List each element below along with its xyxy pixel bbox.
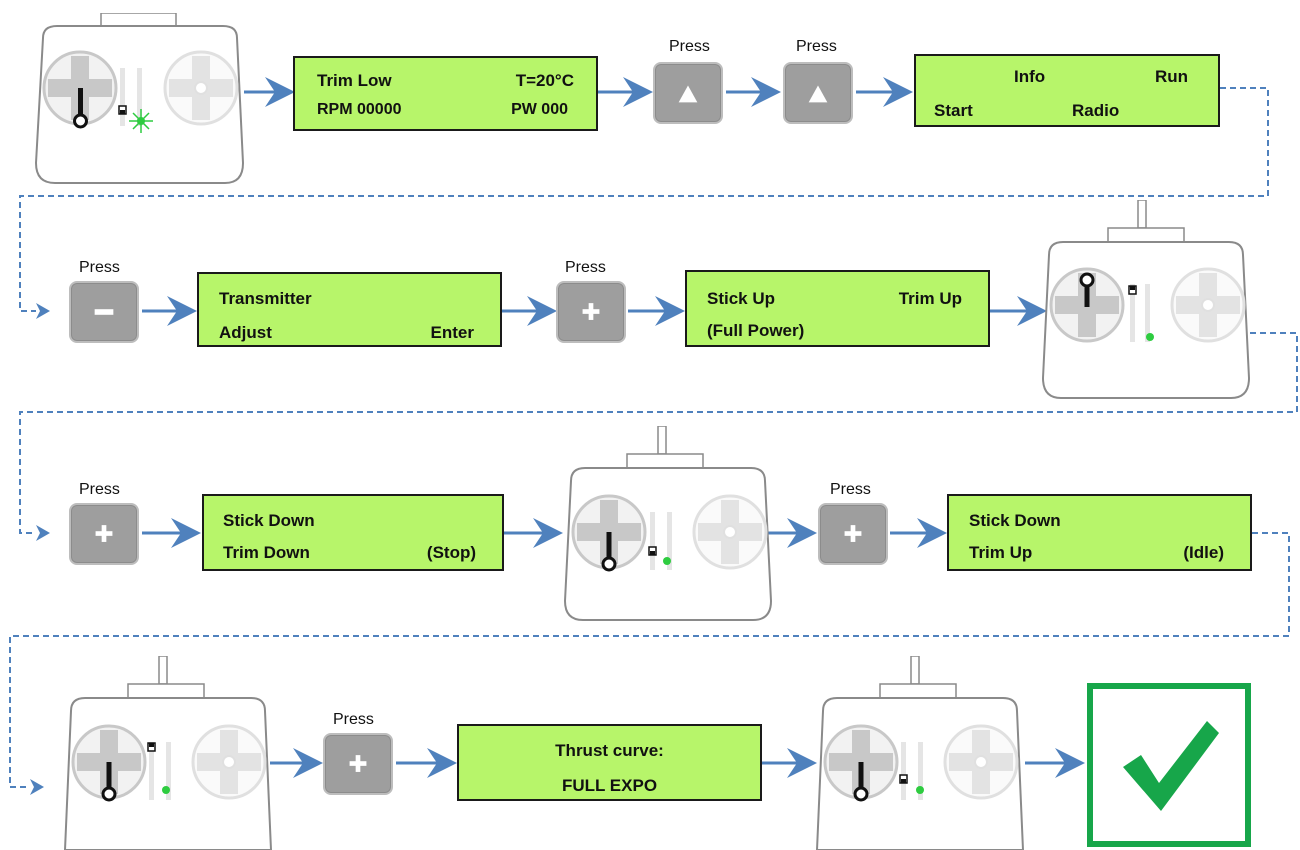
remote-control-icon	[63, 656, 273, 850]
check-mark-icon	[1123, 721, 1219, 811]
plus-button[interactable]	[69, 503, 139, 565]
lcd-text: Stick Down	[969, 511, 1061, 530]
lcd-text: (Idle)	[1183, 543, 1224, 562]
lcd-text: Stick Down	[223, 511, 315, 530]
lcd-text: RPM 00000	[317, 101, 402, 118]
plus-icon	[95, 525, 113, 542]
plus-button[interactable]	[323, 733, 393, 795]
lcd-text: FULL EXPO	[561, 776, 658, 795]
press-label: Press	[669, 38, 710, 55]
plus-icon	[582, 303, 600, 320]
remote-control-icon	[34, 13, 245, 184]
press-label: Press	[565, 259, 606, 276]
up-arrow-icon	[678, 85, 698, 103]
lcd-text: (Stop)	[426, 543, 476, 562]
lcd-text: Enter	[430, 323, 474, 342]
arrow-head	[36, 303, 50, 319]
dashed-connector	[19, 332, 1298, 534]
lcd-text: Trim Down	[223, 543, 310, 562]
lcd-text: (Full Power)	[707, 321, 805, 340]
lcd-screen-menu: Info Run Start Radio	[914, 54, 1220, 127]
lcd-screen-transmitter: Transmitter Adjust Enter	[197, 272, 502, 347]
up-arrow-icon	[808, 85, 828, 103]
remote-control-icon	[815, 656, 1025, 850]
arrow-head	[36, 525, 50, 541]
lcd-text: Thrust curve:	[555, 741, 664, 760]
up-button[interactable]	[783, 62, 853, 124]
plus-icon	[349, 755, 367, 772]
lcd-text: PW 000	[511, 101, 568, 118]
lcd-text: T=20°C	[515, 71, 574, 90]
plus-icon	[844, 525, 862, 542]
lcd-text: Transmitter	[219, 289, 312, 308]
lcd-text: Adjust	[219, 323, 272, 342]
minus-icon	[94, 309, 114, 315]
press-label: Press	[830, 481, 871, 498]
remote-control-icon	[1041, 200, 1251, 399]
lcd-text: Radio	[1072, 101, 1120, 120]
press-label: Press	[79, 481, 120, 498]
press-label: Press	[333, 711, 374, 728]
press-label: Press	[79, 259, 120, 276]
minus-button[interactable]	[69, 281, 139, 343]
plus-button[interactable]	[818, 503, 888, 565]
lcd-text: Info	[1014, 67, 1046, 86]
lcd-screen-stick-up: Stick Up Trim Up (Full Power)	[685, 270, 990, 347]
up-button[interactable]	[653, 62, 723, 124]
lcd-text: Trim Up	[969, 543, 1033, 562]
arrow-head	[30, 779, 44, 795]
lcd-text: Trim Up	[898, 289, 962, 308]
lcd-screen-thrust-curve: Thrust curve: FULL EXPO	[457, 724, 762, 801]
lcd-screen-stick-down-idle: Stick Down Trim Up (Idle)	[947, 494, 1252, 571]
dashed-connector	[9, 532, 1290, 788]
lcd-text: Trim Low	[317, 71, 392, 90]
lcd-text: Start	[934, 101, 973, 120]
remote-control-icon	[563, 426, 773, 621]
lcd-screen-stick-down-stop: Stick Down Trim Down (Stop)	[202, 494, 504, 571]
plus-button[interactable]	[556, 281, 626, 343]
dashed-connector	[19, 87, 1269, 312]
completion-box	[1087, 683, 1251, 847]
press-label: Press	[796, 38, 837, 55]
lcd-screen-trim-low: Trim Low T=20°C RPM 00000 PW 000	[293, 56, 598, 131]
lcd-text: Stick Up	[707, 289, 776, 308]
lcd-text: Run	[1154, 67, 1188, 86]
